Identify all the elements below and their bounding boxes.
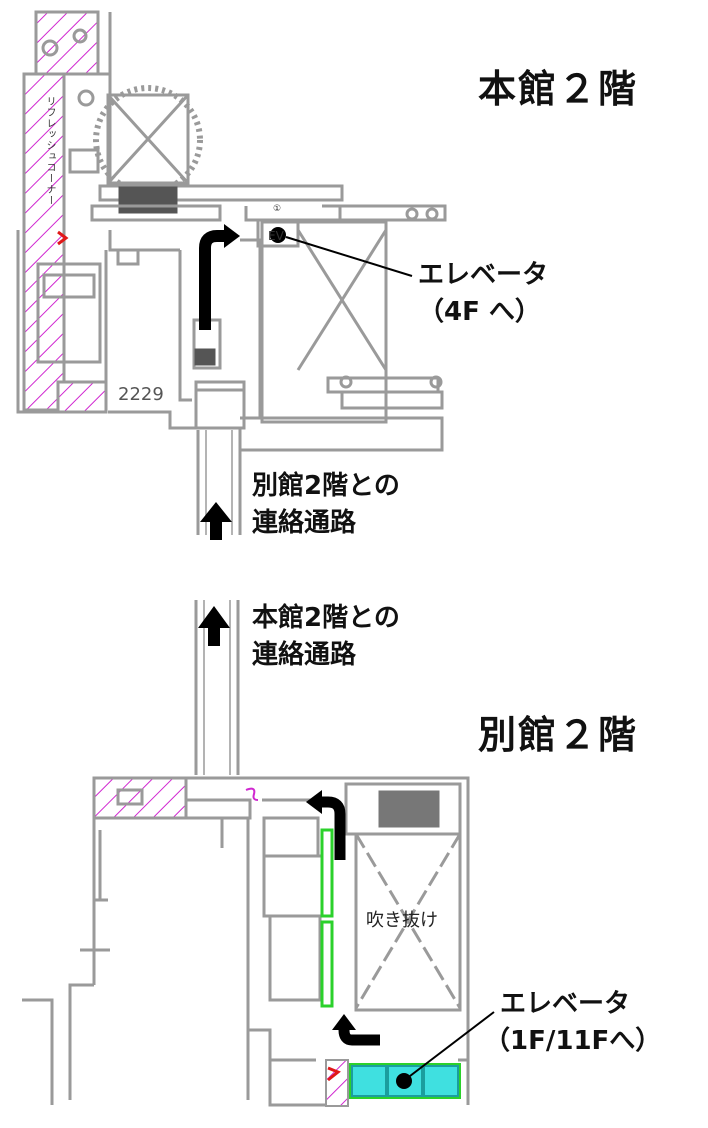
annex-passage-label: 本館2階との 連絡通路	[252, 600, 400, 674]
annex-elevator-label-line1: エレベータ	[500, 989, 631, 1019]
lower-left-hatch	[56, 380, 108, 414]
room-number: 2229	[118, 384, 164, 405]
main-passage-label-line1: 別館2階との	[252, 471, 400, 501]
annex-route-arrow-lower	[332, 1014, 380, 1046]
atrium-label: 吹き抜け	[366, 910, 438, 931]
annex-lower-hatch	[325, 1059, 349, 1107]
main-elevator-label-line1: エレベータ	[418, 260, 549, 290]
annex-top-marker	[245, 787, 259, 801]
main-passage	[196, 430, 242, 535]
annex-elevator-label-line2: （1F/11Fへ）	[484, 1026, 662, 1056]
main-elevator-label-line2: （4F へ）	[418, 297, 541, 327]
main-building-plan	[16, 10, 447, 452]
ev-label: EV	[268, 229, 284, 243]
main-route-arrow	[199, 224, 240, 330]
annex-passage	[194, 600, 240, 775]
passage-arrow-up-main	[200, 502, 232, 540]
annex-elevators	[349, 1063, 461, 1099]
annex-passage-label-line1: 本館2階との	[252, 603, 400, 633]
annex-route-arrow-upper	[306, 790, 346, 860]
annex-passage-label-line2: 連絡通路	[252, 640, 357, 670]
ev-marker: ①	[273, 204, 282, 214]
annex-building-title: 別館２階	[478, 713, 639, 757]
annex-door-marker	[327, 1066, 341, 1082]
annex-green-corridor	[320, 828, 334, 1008]
door-marker	[57, 230, 69, 246]
refresh-corner-hatch	[22, 72, 66, 412]
passage-arrow-up-annex	[198, 606, 230, 646]
annex-building-plan	[22, 776, 470, 1107]
main-elevator-label: エレベータ （4F へ）	[418, 257, 548, 331]
annex-elevator-marker	[396, 1011, 495, 1089]
main-passage-label-line2: 連絡通路	[252, 508, 357, 538]
refresh-corner-label: リフレッシュコーナー	[44, 96, 55, 206]
main-building-title: 本館２階	[478, 67, 639, 111]
main-passage-label: 別館2階との 連絡通路	[252, 468, 400, 542]
annex-elevator-label: エレベータ （1F/11Fへ）	[484, 986, 661, 1060]
main-elevator-marker	[270, 227, 413, 277]
